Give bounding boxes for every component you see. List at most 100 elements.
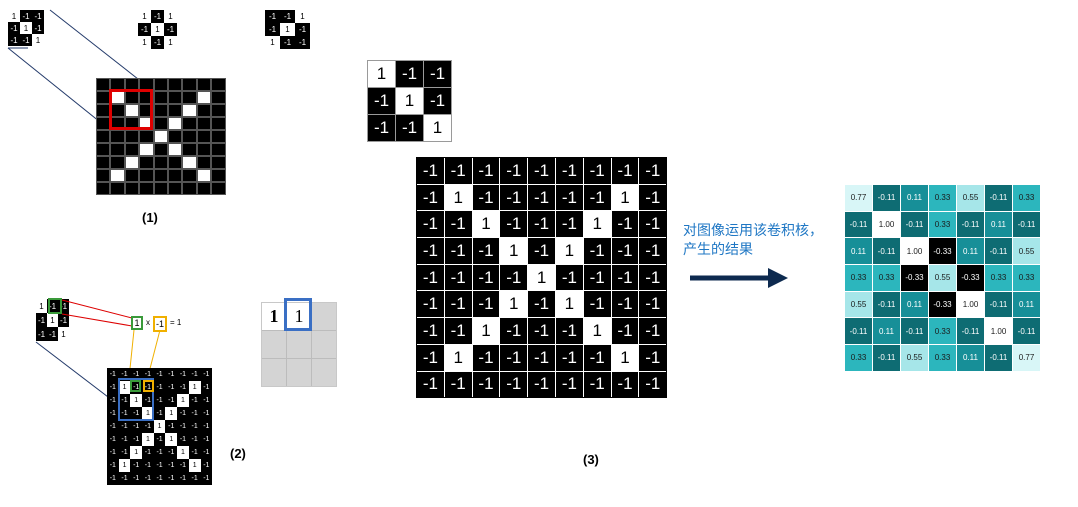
feature-cell: -0.33 bbox=[957, 265, 984, 291]
grid-cell: -1 bbox=[118, 433, 131, 446]
grid-cell: 1 bbox=[177, 394, 189, 407]
grid-cell: -1 bbox=[444, 238, 472, 264]
grid-cell: -1 bbox=[295, 23, 310, 36]
grid-cell: -1 bbox=[153, 381, 166, 394]
grid-cell: -1 bbox=[280, 36, 295, 49]
grid-cell: 1 bbox=[142, 433, 154, 446]
feature-cell: -0.11 bbox=[1013, 318, 1040, 345]
feature-cell: 0.11 bbox=[985, 211, 1012, 238]
grid-cell: -1 bbox=[472, 291, 500, 318]
grid-cell: -1 bbox=[472, 184, 500, 211]
grid-cell: -1 bbox=[151, 36, 164, 49]
pixel-cell bbox=[153, 169, 168, 182]
grid-cell: -1 bbox=[583, 371, 611, 398]
grid-cell: -1 bbox=[368, 88, 395, 114]
feature-cell: 0.11 bbox=[957, 345, 984, 371]
feature-cell: 0.33 bbox=[929, 345, 956, 371]
pixel-cell bbox=[182, 117, 197, 130]
grid-cell: 1 bbox=[130, 446, 143, 459]
grid-cell: -1 bbox=[47, 327, 58, 341]
grid-cell: -1 bbox=[280, 10, 295, 23]
grid-cell: -1 bbox=[444, 291, 472, 318]
grid-cell: 1 bbox=[500, 291, 528, 318]
grid-cell: -1 bbox=[177, 459, 189, 472]
pixel-cell bbox=[211, 130, 226, 143]
pixel-cell bbox=[110, 169, 125, 182]
grid-cell: -1 bbox=[165, 368, 178, 381]
grid-cell: -1 bbox=[153, 446, 166, 459]
grid-cell: -1 bbox=[32, 22, 44, 34]
panel2-result-grid: 1 1 bbox=[261, 302, 337, 387]
panel2-operator: x bbox=[146, 318, 150, 327]
grid-cell: -1 bbox=[555, 184, 583, 211]
grid-cell: 1 bbox=[130, 394, 143, 407]
grid-cell: -1 bbox=[107, 446, 119, 459]
grid-cell: -1 bbox=[142, 459, 154, 472]
feature-cell: 0.55 bbox=[901, 345, 928, 371]
arrow-caption-line1: 对图像运用该卷积核， bbox=[683, 222, 823, 238]
pixel-cell bbox=[211, 78, 226, 91]
grid-cell: -1 bbox=[165, 446, 178, 459]
grid-cell: -1 bbox=[611, 371, 639, 398]
grid-cell: 1 bbox=[265, 36, 280, 49]
grid-cell: -1 bbox=[138, 23, 151, 36]
grid-cell: -1 bbox=[118, 420, 131, 433]
grid-cell: -1 bbox=[417, 318, 444, 344]
grid-cell: 1 bbox=[20, 22, 32, 34]
grid-cell: -1 bbox=[118, 368, 131, 381]
grid-cell: 1 bbox=[188, 459, 201, 472]
grid-cell: -1 bbox=[528, 158, 555, 184]
feature-cell: 0.33 bbox=[929, 211, 956, 238]
feature-cell: 0.77 bbox=[845, 185, 872, 211]
grid-cell: -1 bbox=[265, 23, 280, 36]
grid-cell: -1 bbox=[528, 344, 555, 371]
grid-cell: -1 bbox=[417, 211, 444, 238]
grid-cell: -1 bbox=[107, 381, 119, 394]
pixel-cell bbox=[211, 104, 226, 117]
grid-cell: -1 bbox=[20, 10, 32, 22]
pixel-cell bbox=[167, 169, 183, 182]
grid-cell: -1 bbox=[165, 420, 178, 433]
grid-cell: -1 bbox=[130, 407, 143, 420]
grid-cell: -1 bbox=[295, 36, 310, 49]
grid-cell: -1 bbox=[611, 318, 639, 344]
grid-cell: -1 bbox=[177, 381, 189, 394]
grid-cell: -1 bbox=[107, 433, 119, 446]
grid-cell: -1 bbox=[118, 407, 131, 420]
grid-cell: 1 bbox=[32, 34, 44, 46]
feature-cell: 1.00 bbox=[901, 238, 928, 265]
grid-cell: -1 bbox=[164, 23, 177, 36]
grid-cell: 1 bbox=[165, 407, 178, 420]
pixel-cell bbox=[96, 156, 111, 169]
result-cell-empty bbox=[312, 331, 336, 358]
grid-cell: -1 bbox=[528, 184, 555, 211]
grid-cell: -1 bbox=[153, 407, 166, 420]
grid-cell: -1 bbox=[177, 368, 189, 381]
grid-cell: 1 bbox=[142, 407, 154, 420]
grid-cell: 1 bbox=[36, 299, 47, 313]
grid-cell: -1 bbox=[58, 313, 69, 327]
grid-cell: -1 bbox=[153, 433, 166, 446]
grid-cell: 1 bbox=[188, 381, 201, 394]
grid-cell: 1 bbox=[444, 184, 472, 211]
pixel-cell bbox=[139, 130, 154, 143]
feature-cell: -0.33 bbox=[901, 265, 928, 291]
feature-cell: -0.11 bbox=[957, 211, 984, 238]
right-arrow-icon bbox=[690, 268, 788, 288]
grid-cell: -1 bbox=[472, 264, 500, 291]
pixel-cell bbox=[96, 182, 111, 195]
grid-cell: -1 bbox=[368, 115, 395, 141]
grid-cell: 1 bbox=[138, 36, 151, 49]
result-cell-empty bbox=[262, 359, 286, 386]
feature-cell: -0.11 bbox=[985, 238, 1012, 265]
grid-cell: -1 bbox=[639, 158, 667, 184]
feature-cell: -0.11 bbox=[985, 185, 1012, 211]
grid-cell: -1 bbox=[639, 371, 667, 398]
pixel-cell bbox=[153, 117, 168, 130]
feature-cell: -0.11 bbox=[901, 211, 928, 238]
grid-cell: -1 bbox=[639, 344, 667, 371]
grid-cell: -1 bbox=[528, 238, 555, 264]
result-cell-empty bbox=[312, 303, 336, 330]
feature-cell: 0.33 bbox=[929, 318, 956, 345]
